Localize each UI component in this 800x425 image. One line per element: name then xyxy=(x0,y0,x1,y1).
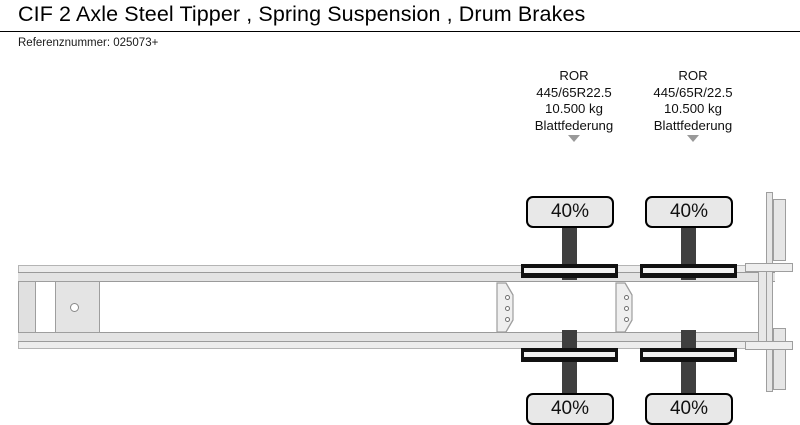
rear-bumper-bar-top xyxy=(773,199,786,261)
front-frame-plate xyxy=(18,281,36,333)
suspension-hanger-axle1 xyxy=(496,282,550,333)
axle-2-suspension: Blattfederung xyxy=(653,117,733,133)
rear-upright-post xyxy=(766,192,773,392)
axle-beam-1-bottom xyxy=(521,348,618,362)
bolt-hole xyxy=(505,317,510,322)
axle-1-suspension: Blattfederung xyxy=(534,117,614,133)
page-title: CIF 2 Axle Steel Tipper , Spring Suspens… xyxy=(18,2,586,26)
front-frame-gap xyxy=(36,281,55,333)
bolt-hole xyxy=(624,306,629,311)
bolt-hole xyxy=(505,295,510,300)
chevron-down-icon xyxy=(687,135,699,143)
chassis-web xyxy=(18,272,775,342)
wheel-stem-axle1-bottom xyxy=(562,330,577,395)
tyre-tread-badge-axle1-bottom: 40% xyxy=(526,393,614,425)
suspension-hanger-axle2 xyxy=(615,282,669,333)
axle-2-brand: ROR xyxy=(678,68,708,83)
axle-beam-1-top xyxy=(521,264,618,278)
bolt-hole xyxy=(624,317,629,322)
axle-2-tyre-size: 445/65R/22.5 xyxy=(653,84,733,100)
tyre-tread-badge-axle1-top: 40% xyxy=(526,196,614,228)
chassis-rail-top xyxy=(18,272,775,282)
axle-beam-2-bottom xyxy=(640,348,737,362)
chevron-down-icon xyxy=(568,135,580,143)
tyre-tread-badge-axle2-bottom: 40% xyxy=(645,393,733,425)
axle-spec-1: ROR 445/65R22.5 10.500 kg Blattfederung xyxy=(514,68,634,143)
axle-1-capacity: 10.500 kg xyxy=(545,101,603,117)
axle-beam-2-top xyxy=(640,264,737,278)
bolt-hole xyxy=(624,295,629,300)
axle-spec-2: ROR 445/65R/22.5 10.500 kg Blattfederung xyxy=(633,68,753,143)
rear-bumper-bar-bottom xyxy=(773,328,786,390)
kingpin-hole xyxy=(70,303,79,312)
tyre-tread-badge-axle2-top: 40% xyxy=(645,196,733,228)
header-divider xyxy=(0,31,800,32)
wheel-stem-axle2-bottom xyxy=(681,330,696,395)
axle-1-brand: ROR xyxy=(559,68,589,83)
rear-crossmember-bottom xyxy=(745,341,793,350)
chassis-rail-bottom xyxy=(18,332,775,342)
reference-number: Referenznummer: 025073+ xyxy=(18,37,159,49)
rear-crossmember-top xyxy=(745,263,793,272)
axle-1-tyre-size: 445/65R22.5 xyxy=(536,84,612,100)
bolt-hole xyxy=(505,306,510,311)
axle-2-capacity: 10.500 kg xyxy=(664,101,722,117)
